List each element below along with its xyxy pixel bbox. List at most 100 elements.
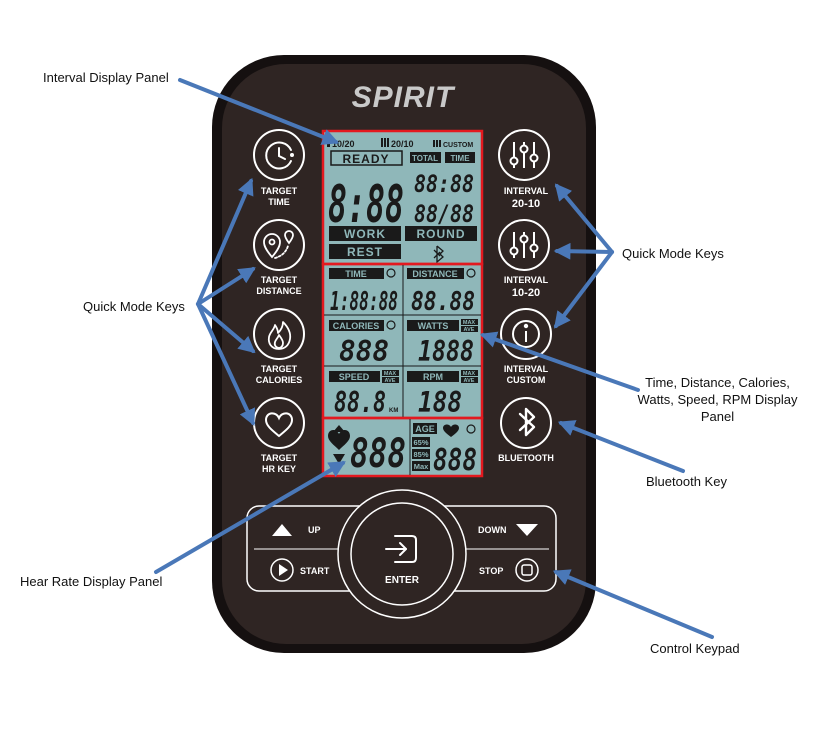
- down-label: DOWN: [478, 525, 507, 535]
- heart-rate-value: 888: [350, 431, 406, 477]
- up-label: UP: [308, 525, 321, 535]
- interval-10-20-key[interactable]: INTERVAL 10-20: [498, 219, 550, 299]
- interval-20-10-label-line2: 20-10: [512, 198, 540, 210]
- start-button[interactable]: START: [270, 558, 330, 582]
- rest-label: REST: [347, 245, 383, 259]
- hr-zone-65: 65%: [413, 438, 428, 447]
- total-label: TOTAL: [412, 154, 438, 163]
- arrow-heart-rate-panel: [154, 461, 346, 574]
- callout-metrics-line2: Watts, Speed, RPM Display: [637, 392, 798, 407]
- sliders-icon: [509, 142, 539, 168]
- down-arrow-icon: [516, 524, 538, 536]
- mode-20-10: 20/10: [391, 139, 414, 149]
- metric-watts-value: 1888: [418, 335, 474, 368]
- metric-rpm-value: 188: [418, 386, 462, 419]
- enter-label: ENTER: [385, 575, 420, 586]
- metric-speed-label: SPEED: [339, 372, 370, 382]
- arrow-quick-right-2: [553, 242, 614, 260]
- callout-heart-rate-panel: Hear Rate Display Panel: [20, 574, 163, 589]
- info-icon: [512, 320, 540, 348]
- round-label: ROUND: [417, 227, 466, 241]
- bluetooth-label: BLUETOOTH: [498, 453, 554, 463]
- interval-10-20-label-line1: INTERVAL: [504, 275, 549, 285]
- metric-watts-label: WATTS: [418, 321, 449, 331]
- mode-10-20: 10/20: [332, 139, 355, 149]
- metric-calories-value: 888: [339, 335, 389, 368]
- bluetooth-key[interactable]: BLUETOOTH: [498, 397, 554, 463]
- speed-ave-label: AVE: [385, 378, 396, 384]
- spirit-logo: SPIRIT: [352, 81, 456, 114]
- up-button[interactable]: UP: [272, 524, 321, 536]
- callout-metrics-line1: Time, Distance, Calories,: [645, 375, 790, 390]
- lcd-heart-icon: [328, 430, 350, 450]
- arrow-quick-left-1: [196, 177, 254, 306]
- control-keypad: UP DOWN START STOP ENTER: [246, 489, 557, 619]
- interval-20-10-key[interactable]: INTERVAL 20-10: [498, 129, 550, 210]
- arrow-quick-left-3: [196, 302, 256, 354]
- mode-custom: CUSTOM: [443, 142, 473, 149]
- interval-custom-key[interactable]: INTERVAL CUSTOM: [500, 308, 552, 385]
- metric-distance-label: DISTANCE: [412, 269, 457, 279]
- callout-metrics-panel: Time, Distance, Calories, Watts, Speed, …: [610, 374, 825, 425]
- metric-distance-value: 88.88: [411, 287, 475, 317]
- hr-up-arrow-icon: [333, 425, 345, 432]
- stop-label: STOP: [479, 566, 503, 576]
- interval-countdown-digits: 8:88: [328, 175, 404, 235]
- watts-max-label: MAX: [463, 320, 476, 326]
- target-calories-key[interactable]: TARGET CALORIES: [253, 308, 305, 385]
- work-label: WORK: [344, 227, 386, 241]
- target-distance-label-line2: DISTANCE: [256, 286, 301, 296]
- enter-button[interactable]: ENTER: [350, 502, 454, 606]
- stop-button[interactable]: STOP: [479, 558, 539, 582]
- metric-time-value: 1:88:88: [330, 287, 398, 317]
- arrow-quick-left-2: [196, 267, 256, 306]
- metric-speed-value: 88.8: [334, 386, 386, 419]
- target-calories-label-line1: TARGET: [261, 364, 298, 374]
- flame-icon: [267, 321, 292, 350]
- speed-max-label: MAX: [384, 371, 397, 377]
- speed-unit-label: KM: [389, 408, 398, 414]
- watts-ave-label: AVE: [464, 327, 475, 333]
- clock-icon: [265, 141, 294, 170]
- callout-quick-mode-keys-left: Quick Mode Keys: [83, 299, 185, 314]
- arrow-quick-right-1: [554, 183, 614, 254]
- hr-down-arrow-icon: [333, 454, 345, 464]
- arrow-interval-panel: [178, 78, 340, 145]
- bluetooth-icon: [518, 407, 536, 437]
- metric-calories-label: CALORIES: [333, 321, 380, 331]
- lcd-bluetooth-icon: [433, 245, 444, 264]
- age-label: AGE: [415, 424, 435, 434]
- callout-quick-mode-keys-right: Quick Mode Keys: [622, 246, 724, 261]
- ready-label: READY: [342, 152, 389, 166]
- arrow-bluetooth-key: [557, 420, 685, 473]
- target-hr-label-line2: HR KEY: [262, 464, 296, 474]
- arrow-quick-left-4: [196, 302, 255, 427]
- time-label: TIME: [450, 154, 470, 163]
- start-label: START: [300, 566, 330, 576]
- callout-bluetooth-key: Bluetooth Key: [646, 474, 727, 489]
- callout-interval-display-panel: Interval Display Panel: [43, 70, 169, 85]
- metric-rpm-label: RPM: [423, 372, 443, 382]
- up-arrow-icon: [272, 524, 292, 536]
- target-distance-key[interactable]: TARGET DISTANCE: [253, 219, 305, 296]
- callout-arrows: [154, 78, 714, 639]
- map-pin-icon: [263, 230, 294, 259]
- arrow-quick-right-3: [553, 250, 614, 329]
- interval-10-20-label-line2: 10-20: [512, 287, 540, 299]
- target-time-label-line1: TARGET: [261, 186, 298, 196]
- down-button[interactable]: DOWN: [478, 524, 538, 536]
- interval-custom-label-line1: INTERVAL: [504, 364, 549, 374]
- target-hr-label-line1: TARGET: [261, 453, 298, 463]
- age-target-icon: [466, 424, 476, 434]
- target-calories-label-line2: CALORIES: [256, 375, 303, 385]
- target-time-key[interactable]: TARGET TIME: [253, 129, 305, 207]
- interval-20-10-label-line1: INTERVAL: [504, 186, 549, 196]
- play-icon: [279, 564, 288, 576]
- arrow-metrics-panel: [479, 331, 640, 392]
- callout-control-keypad: Control Keypad: [650, 641, 740, 656]
- heart-panel-highlight: [321, 416, 484, 478]
- total-time-digits: 88:88: [414, 170, 474, 198]
- heart-rate-display-panel: 888 AGE 65% 85% Max 888: [321, 416, 484, 478]
- rpm-max-label: MAX: [463, 371, 476, 377]
